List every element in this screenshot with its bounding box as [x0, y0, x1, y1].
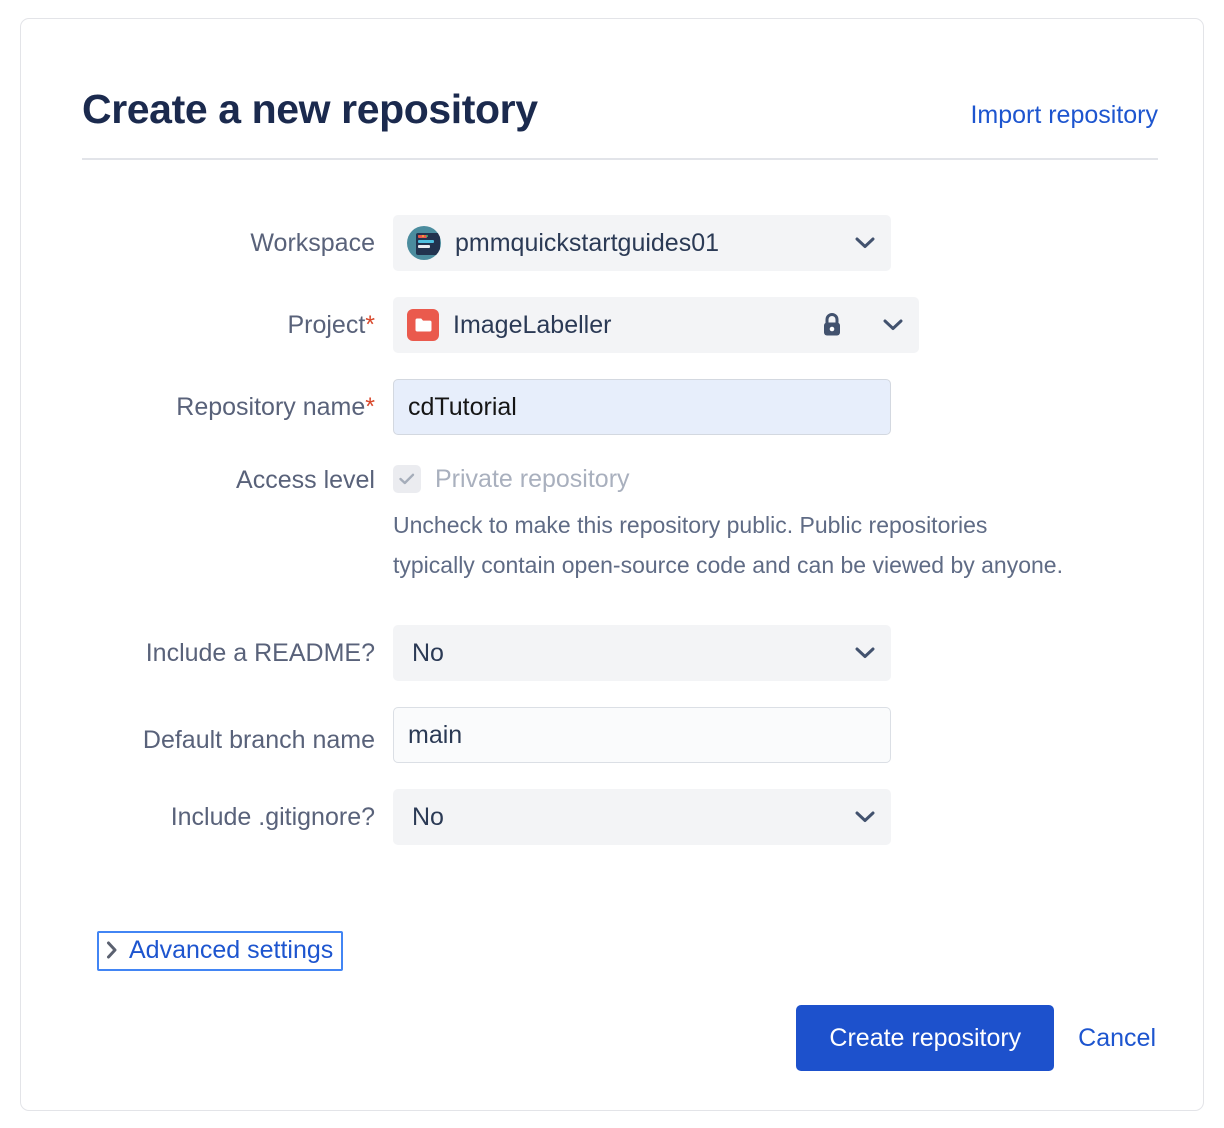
default-branch-label: Default branch name [21, 707, 393, 762]
create-repository-form: Workspace pmmquickstartguides01 [21, 215, 1205, 845]
repository-name-label: Repository name* [21, 379, 393, 424]
import-repository-link[interactable]: Import repository [970, 101, 1158, 129]
include-readme-row: Include a README? No [21, 625, 1205, 681]
project-required-mark: * [365, 311, 375, 339]
create-repository-button[interactable]: Create repository [796, 1005, 1055, 1071]
chevron-right-icon [105, 940, 119, 960]
include-gitignore-row: Include .gitignore? No [21, 789, 1205, 845]
include-readme-field-cell: No [393, 625, 1205, 681]
repository-name-row: Repository name* cdTutorial [21, 379, 1205, 435]
page-title: Create a new repository [82, 86, 538, 132]
workspace-avatar-icon [407, 226, 441, 260]
check-icon [399, 473, 415, 485]
chevron-down-icon [855, 647, 875, 659]
lock-icon [819, 311, 845, 339]
include-gitignore-label: Include .gitignore? [21, 789, 393, 834]
project-value: ImageLabeller [453, 310, 612, 339]
project-label-text: Project [287, 311, 366, 339]
advanced-settings-label: Advanced settings [129, 936, 334, 964]
form-actions: Create repository Cancel [796, 1005, 1156, 1071]
default-branch-field-cell: main [393, 707, 1205, 763]
access-level-label: Access level [21, 461, 393, 497]
repository-name-field-cell: cdTutorial [393, 379, 1205, 435]
access-level-field-cell: Private repository Uncheck to make this … [393, 461, 1205, 585]
access-level-row: Access level Private repository Uncheck … [21, 461, 1205, 585]
default-branch-label-text: Default branch name [142, 726, 375, 754]
include-readme-select[interactable]: No [393, 625, 891, 681]
include-readme-label: Include a README? [21, 625, 393, 670]
repository-name-required-mark: * [365, 393, 375, 421]
repository-name-label-text: Repository name [176, 393, 366, 421]
default-branch-row: Default branch name main [21, 707, 1205, 763]
access-level-help-text: Uncheck to make this repository public. … [393, 512, 1063, 578]
project-row: Project* ImageLabeller [21, 297, 1205, 353]
header-divider [82, 158, 1158, 160]
create-repository-card: Create a new repository Import repositor… [20, 18, 1204, 1111]
workspace-label-text: Workspace [250, 229, 375, 257]
private-repository-checkbox-row[interactable]: Private repository [393, 461, 1205, 497]
private-repository-label: Private repository [435, 464, 630, 493]
workspace-field-cell: pmmquickstartguides01 [393, 215, 1205, 271]
workspace-value: pmmquickstartguides01 [455, 228, 720, 257]
project-field-cell: ImageLabeller [393, 297, 1205, 353]
project-label: Project* [21, 297, 393, 342]
chevron-down-icon [883, 319, 903, 331]
workspace-label: Workspace [21, 215, 393, 260]
advanced-settings-toggle[interactable]: Advanced settings [97, 931, 344, 971]
chevron-down-icon [855, 811, 875, 823]
include-readme-label-text: Include a README? [145, 639, 375, 667]
project-select[interactable]: ImageLabeller [393, 297, 919, 353]
include-gitignore-select[interactable]: No [393, 789, 891, 845]
default-branch-input[interactable]: main [393, 707, 891, 763]
card-header: Create a new repository Import repositor… [82, 81, 1158, 159]
cancel-button[interactable]: Cancel [1078, 1023, 1156, 1052]
include-gitignore-field-cell: No [393, 789, 1205, 845]
chevron-down-icon [855, 237, 875, 249]
workspace-select[interactable]: pmmquickstartguides01 [393, 215, 891, 271]
private-repository-checkbox [393, 465, 421, 493]
include-gitignore-label-text: Include .gitignore? [170, 803, 375, 831]
folder-icon [407, 309, 439, 341]
repository-name-input[interactable]: cdTutorial [393, 379, 891, 435]
workspace-row: Workspace pmmquickstartguides01 [21, 215, 1205, 271]
access-level-label-text: Access level [236, 466, 375, 494]
include-gitignore-value: No [412, 802, 444, 831]
include-readme-value: No [412, 638, 444, 667]
